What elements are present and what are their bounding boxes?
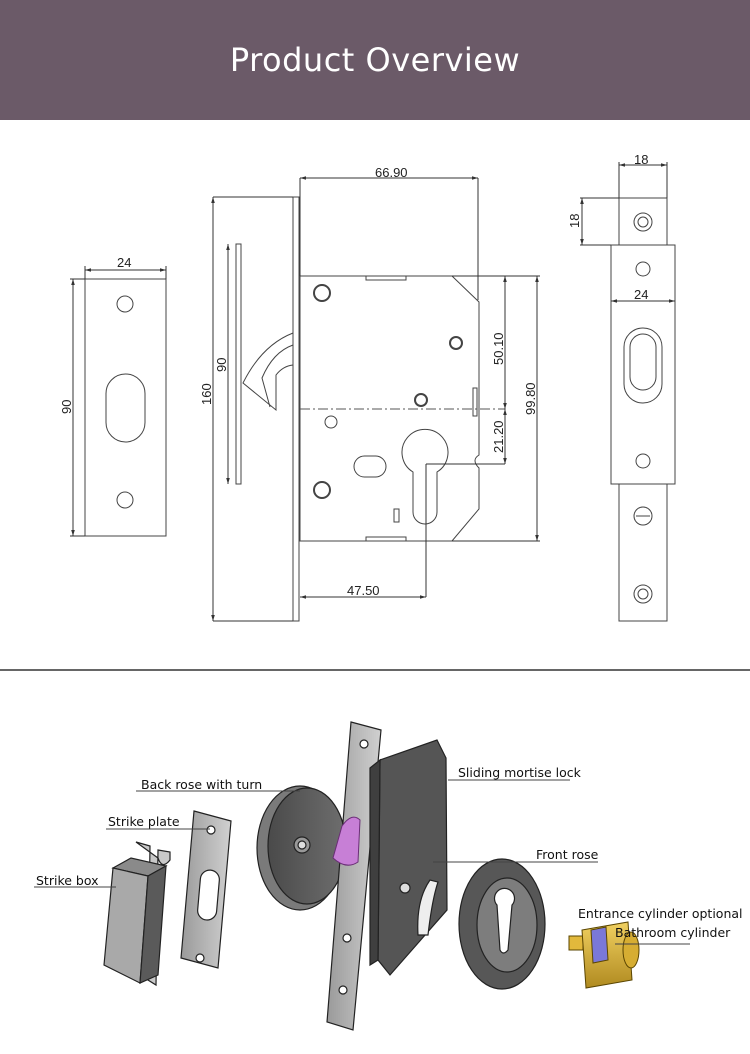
backset-dim: 47.50 bbox=[347, 583, 380, 598]
forend-width-dim: 24 bbox=[634, 287, 648, 302]
screw-bottom-left bbox=[313, 481, 331, 499]
faceplate-height-dim: 160 bbox=[199, 383, 214, 405]
mortise-lock-drawing bbox=[211, 176, 540, 622]
faceplate-bottom-strip bbox=[618, 483, 668, 622]
hook-latch bbox=[242, 332, 294, 412]
lock-faceplate-part bbox=[326, 721, 382, 1031]
turn-knob-part bbox=[332, 816, 361, 866]
strike-plate-outline bbox=[84, 278, 167, 537]
upper-spacing-dim: 50.10 bbox=[491, 332, 506, 365]
callout-bathroom-cylinder: Bathroom cylinder bbox=[615, 925, 731, 940]
strike-plate-height-dim: 90 bbox=[59, 400, 74, 414]
callout-mortise-lock: Sliding mortise lock bbox=[458, 765, 582, 780]
strike-plate-drawing bbox=[70, 266, 167, 537]
page-header: Product Overview bbox=[0, 0, 750, 120]
strike-plate-bottom-hole bbox=[116, 491, 134, 509]
faceplate-top-width-dim: 18 bbox=[634, 152, 648, 167]
strike-plate-width-dim: 24 bbox=[117, 255, 131, 270]
screw-right bbox=[449, 336, 463, 350]
body-height-dim: 99.80 bbox=[523, 382, 538, 415]
lower-spacing-dim: 21.20 bbox=[491, 420, 506, 453]
cylinder-hole bbox=[401, 428, 449, 525]
lock-faceplate-side bbox=[292, 196, 300, 622]
callout-strike-box: Strike box bbox=[36, 873, 99, 888]
faceplate-top-strip bbox=[618, 197, 668, 246]
faceplate-top-height-dim: 18 bbox=[567, 214, 582, 228]
cylinder-part bbox=[568, 921, 640, 989]
faceplate-front-drawing bbox=[580, 162, 676, 622]
callout-strike-plate: Strike plate bbox=[108, 814, 180, 829]
strike-plate-slot bbox=[105, 373, 146, 443]
technical-drawing: 24 90 bbox=[59, 152, 676, 622]
body-depth-dim: 66.90 bbox=[375, 165, 408, 180]
callout-back-rose: Back rose with turn bbox=[141, 777, 262, 792]
screw-middle bbox=[414, 393, 428, 407]
front-rose-part bbox=[458, 858, 546, 990]
section-divider bbox=[0, 669, 750, 671]
faceplate-forend bbox=[610, 244, 676, 485]
page-title: Product Overview bbox=[229, 41, 521, 79]
mortise-lock-body-part bbox=[369, 739, 448, 976]
back-rose-part bbox=[256, 785, 347, 911]
strike-box-part bbox=[103, 841, 171, 987]
screw-top-left bbox=[313, 284, 331, 302]
latch-window bbox=[623, 327, 663, 404]
flush-handle-bar bbox=[235, 243, 242, 485]
lock-case bbox=[299, 275, 480, 542]
strike-plate-part bbox=[180, 810, 232, 969]
callout-front-rose: Front rose bbox=[536, 847, 599, 862]
exploded-view: Back rose with turn Strike plate Strike … bbox=[34, 721, 743, 1031]
strike-plate-top-hole bbox=[116, 295, 134, 313]
callout-cylinder-optional: Entrance cylinder optional bbox=[578, 906, 743, 921]
handle-length-dim: 90 bbox=[214, 358, 229, 372]
